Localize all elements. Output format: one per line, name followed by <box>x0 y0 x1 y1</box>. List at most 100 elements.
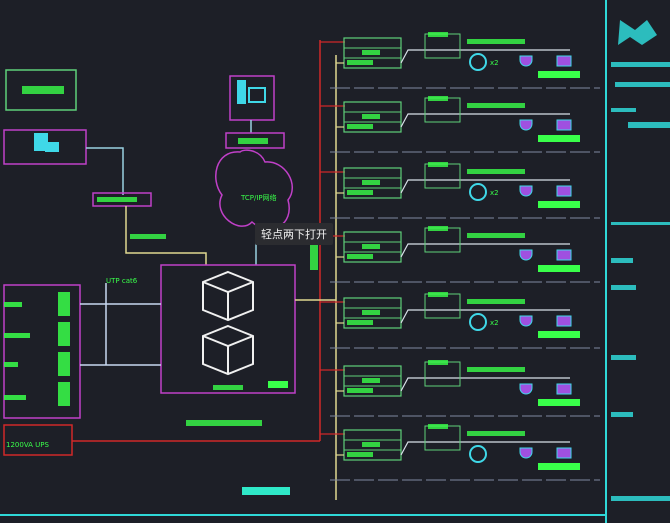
breaker-label <box>362 114 380 119</box>
breaker-label <box>347 190 373 195</box>
camera-bullet-icon <box>556 55 572 67</box>
breaker-label <box>362 180 380 185</box>
breaker-box <box>343 37 402 69</box>
switch-tag <box>268 381 288 388</box>
camera-dome-icon <box>469 183 487 201</box>
breaker-label <box>362 442 380 447</box>
camera-bullet-icon <box>556 447 572 459</box>
camera-icon <box>519 315 533 327</box>
router-box <box>225 132 285 149</box>
camera-icon <box>519 185 533 197</box>
equipment-rack <box>3 284 81 419</box>
rack-labels <box>4 292 70 406</box>
remote-pc-box <box>229 75 275 121</box>
breaker-label <box>362 378 380 383</box>
ups-box <box>3 424 73 456</box>
power-cable-label <box>186 420 262 426</box>
wire <box>125 206 207 265</box>
breaker-box <box>343 167 402 199</box>
branch-signal-line <box>400 309 570 324</box>
camera-icon <box>519 55 533 67</box>
breaker-box <box>343 297 402 329</box>
breaker-label <box>347 320 373 325</box>
ups-label: 1200VA UPS <box>6 441 50 449</box>
device-label <box>467 367 525 372</box>
monitor-icon <box>248 87 266 103</box>
breaker-label <box>347 124 373 129</box>
branch-signal-line <box>400 49 570 64</box>
device-box <box>424 163 461 189</box>
camera-bullet-icon <box>556 185 572 197</box>
branch-signal-line <box>400 179 570 194</box>
count-marker: x2 <box>490 319 499 327</box>
breaker-label <box>362 310 380 315</box>
control-center-box <box>5 69 77 111</box>
breaker-label <box>347 254 373 259</box>
breaker-label <box>362 50 380 55</box>
count-marker: x2 <box>490 59 499 67</box>
branch-signal-line <box>400 441 570 456</box>
computer-icon <box>237 80 246 104</box>
network-cloud <box>215 149 293 230</box>
row-tag <box>538 71 580 78</box>
control-center-label <box>22 86 64 94</box>
device-label <box>428 226 448 231</box>
branch-signal-line <box>400 113 570 128</box>
camera-icon <box>519 119 533 131</box>
breaker-box <box>343 101 402 133</box>
switch-icon <box>202 270 254 376</box>
cable-label <box>130 234 166 239</box>
camera-bullet-icon <box>556 315 572 327</box>
switch-label <box>213 385 243 390</box>
row-tag <box>538 265 580 272</box>
device-label <box>428 292 448 297</box>
row-tag <box>538 331 580 338</box>
trunk-label <box>310 240 318 270</box>
row-tag <box>538 463 580 470</box>
breaker-box <box>343 231 402 263</box>
device-box <box>424 227 461 253</box>
breaker-box <box>343 365 402 397</box>
breaker-label <box>362 244 380 249</box>
camera-dome-icon <box>469 53 487 71</box>
monitor-icon <box>45 142 59 152</box>
tooltip: 轻点两下打开 <box>255 223 333 245</box>
camera-dome-icon <box>469 313 487 331</box>
computer-icon <box>34 133 48 151</box>
device-label <box>428 32 448 37</box>
count-marker: x2 <box>490 189 499 197</box>
device-label <box>428 360 448 365</box>
utp-label: UTP cat6 <box>106 277 138 285</box>
camera-bullet-icon <box>556 383 572 395</box>
device-box <box>424 97 461 123</box>
device-label <box>467 431 525 436</box>
device-label <box>467 39 525 44</box>
network-label: TCP/IP网络 <box>240 193 277 202</box>
breaker-box <box>343 429 402 461</box>
camera-bullet-icon <box>556 119 572 131</box>
workstation-box <box>3 129 87 165</box>
device-label <box>428 162 448 167</box>
device-label <box>428 96 448 101</box>
camera-icon <box>519 383 533 395</box>
title-block <box>611 20 670 501</box>
device-box <box>424 33 461 59</box>
breaker-label <box>347 388 373 393</box>
row-tag <box>538 201 580 208</box>
breaker-label <box>347 452 373 457</box>
converter-box <box>92 192 152 207</box>
device-label <box>467 169 525 174</box>
branch-signal-line <box>400 377 570 392</box>
core-switch-frame <box>160 264 296 394</box>
camera-bullet-icon <box>556 249 572 261</box>
device-box <box>424 293 461 319</box>
row-tag <box>538 135 580 142</box>
row-tag <box>538 399 580 406</box>
router-label <box>238 138 268 144</box>
drawing-title-tag <box>242 487 290 495</box>
device-box <box>424 425 461 451</box>
camera-icon <box>519 447 533 459</box>
logo <box>618 20 657 45</box>
